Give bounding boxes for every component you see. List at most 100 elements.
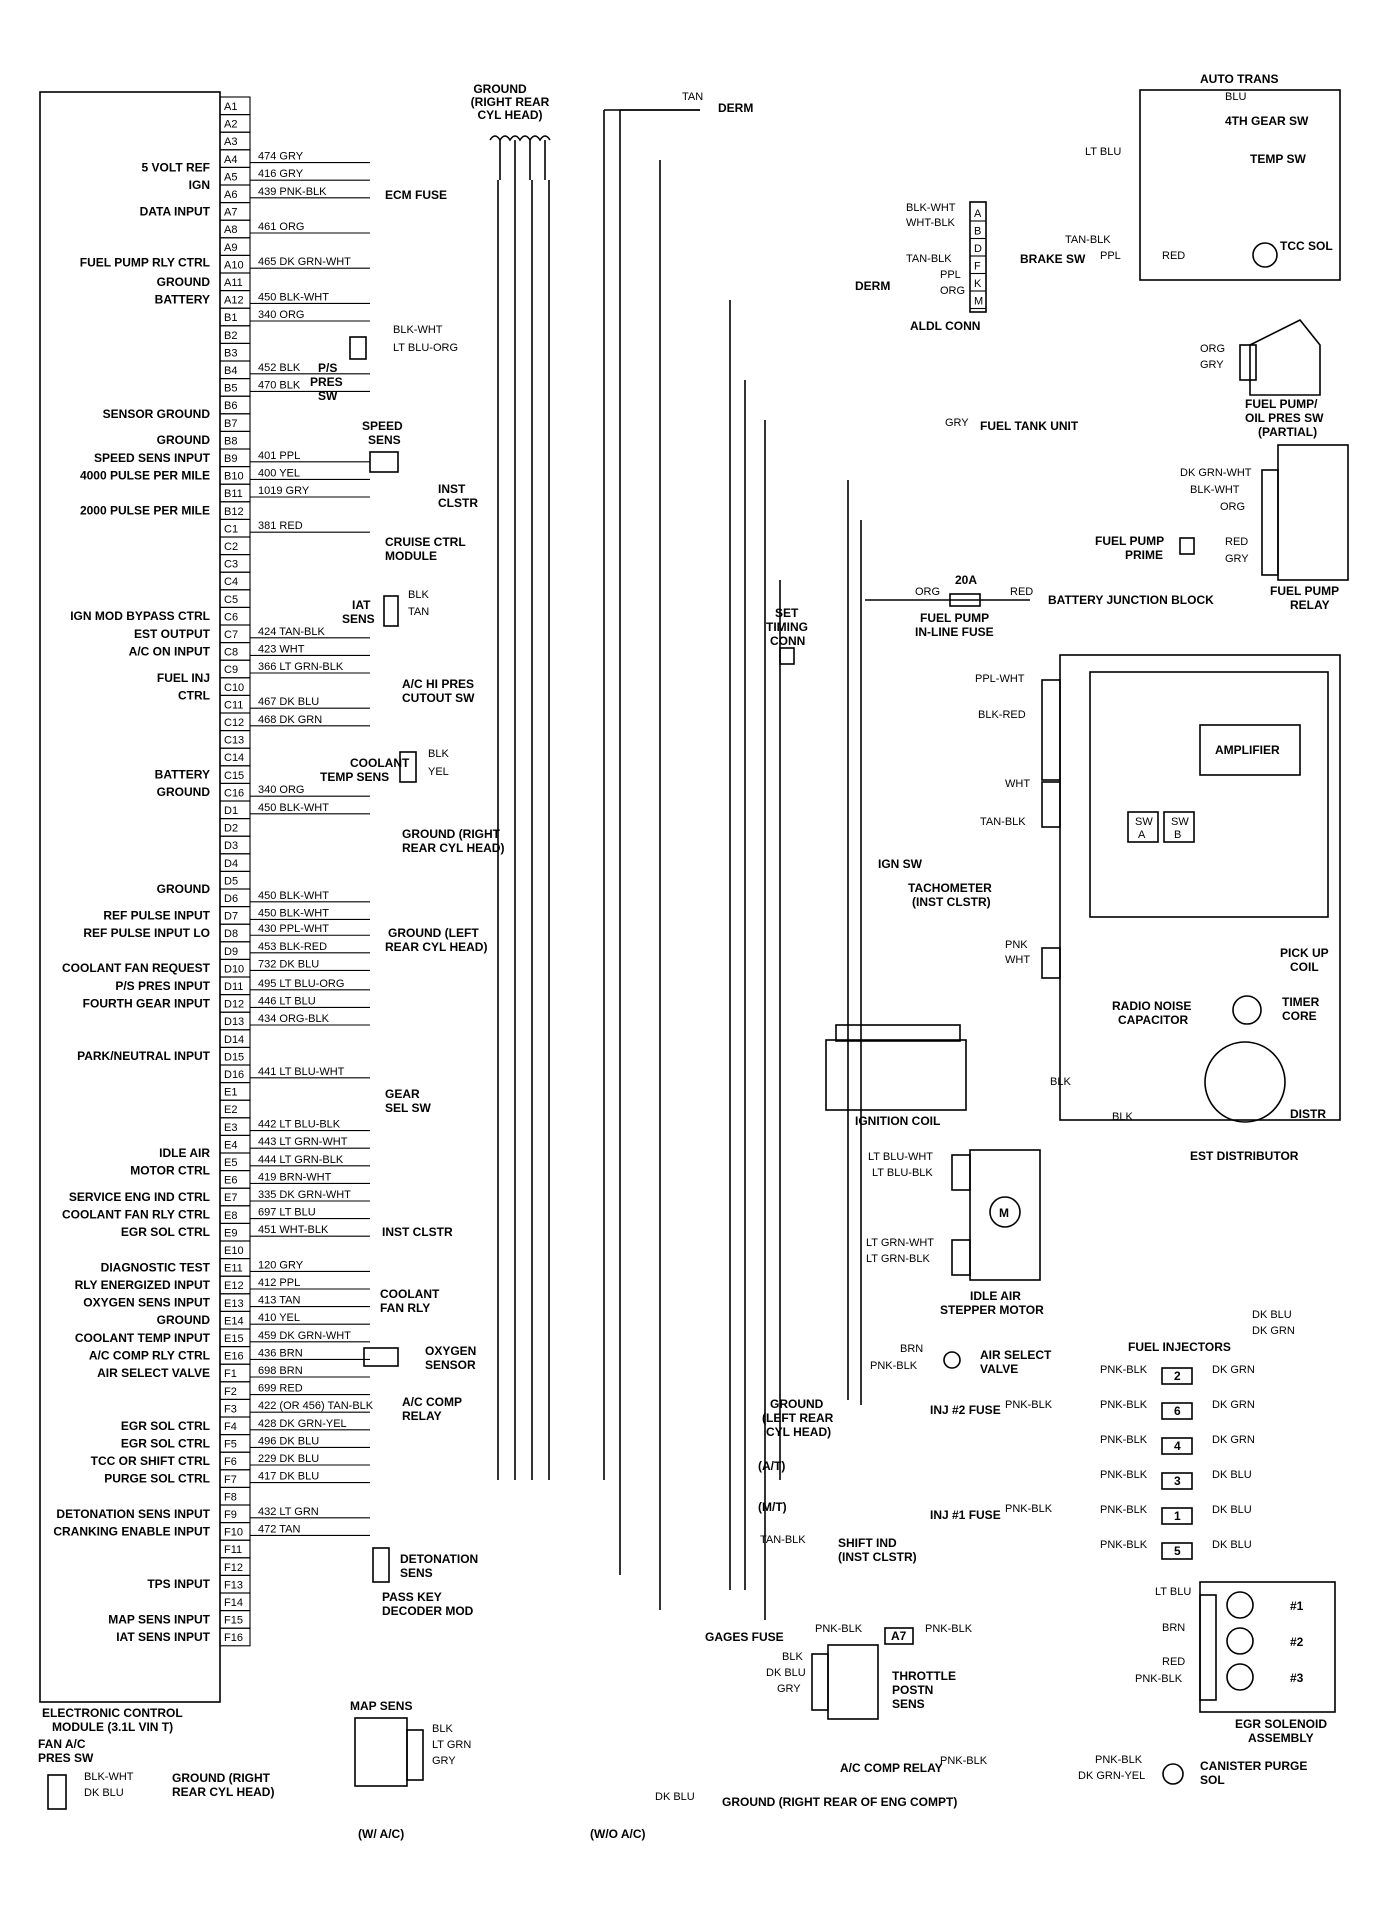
aldl-wire-5: ORG [940, 285, 965, 297]
ecm-wire-label: 451 WHT-BLK [258, 1224, 329, 1236]
gnd-left-2: REAR CYL HEAD) [385, 940, 487, 954]
ecm-pin-label: F13 [224, 1579, 243, 1591]
ecm-wire-label: 436 BRN [258, 1347, 303, 1359]
ecm-wire-label: 450 BLK-WHT [258, 907, 329, 919]
aldl-pin-label: D [974, 243, 982, 255]
ecm-wire-label: 401 PPL [258, 450, 300, 462]
est-distributor: AMPLIFIER SW A SW B PPL-WHT BLK-RED WHT … [975, 654, 1341, 1163]
ground-right-rear-cyl-head-top: GROUND (RIGHT REAR CYL HEAD) [471, 82, 551, 180]
tps-wire-3: GRY [777, 1683, 801, 1695]
ecm-wire-label: 1019 GRY [258, 485, 310, 497]
ecm-function-label: MAP SENS INPUT [108, 1612, 210, 1626]
inj-1: 1 [1174, 1509, 1181, 1523]
auto-trans-wire-ppl: PPL [1100, 250, 1121, 262]
ecm-function-label: IGN [189, 178, 210, 192]
canister-purge-sol: CANISTER PURGE SOL PNK-BLK DK GRN-YEL [1078, 1754, 1307, 1787]
ecm-pin-label: C15 [224, 770, 244, 782]
set-timing-label-3: CONN [770, 634, 805, 648]
fan-ac-wire-1: BLK-WHT [84, 1771, 134, 1783]
ecm-pin-label: F9 [224, 1509, 237, 1521]
ecm-pin-label: F15 [224, 1615, 243, 1627]
sw-b-1: SW [1171, 816, 1189, 828]
est-wire-5: PNK [1005, 939, 1028, 951]
ecm-function-label: PURGE SOL CTRL [104, 1472, 210, 1486]
ecm-pin-label: C16 [224, 787, 244, 799]
ecm-pin-column: A1A2A3A4A5A6A7A8A9A10A11A12B1B2B3B4B5B6B… [219, 96, 251, 1647]
inline-wire-red: RED [1010, 586, 1033, 598]
fan-ac-1: FAN A/C [38, 1737, 86, 1751]
ecm-pin-label: B5 [224, 383, 237, 395]
ecm-pin-label: C4 [224, 576, 238, 588]
ecm-wire-label: 381 RED [258, 520, 303, 532]
ecm-pin-label: E16 [224, 1351, 244, 1363]
ecm-wire-label: 430 PPL-WHT [258, 923, 329, 935]
ecm-pin-label: F10 [224, 1527, 243, 1539]
auto-trans-label: AUTO TRANS [1200, 72, 1278, 86]
ecm-pin-label: B1 [224, 312, 237, 324]
ecm-pin-label: B2 [224, 330, 237, 342]
map-wire-3: GRY [432, 1755, 456, 1767]
ecm-wire-label: 474 GRY [258, 151, 304, 163]
pkd-1: PASS KEY [382, 1590, 442, 1604]
inline-fuse-2: IN-LINE FUSE [915, 625, 994, 639]
ecm-pin-label: D8 [224, 928, 238, 940]
gnd-right-1: GROUND (RIGHT [402, 827, 501, 841]
mt-label: (M/T) [758, 1500, 787, 1514]
ecm-wire-label: 467 DK BLU [258, 696, 319, 708]
ecm-fuse-label: ECM FUSE [385, 188, 447, 202]
auto-trans-wire-ltblu: LT BLU [1085, 146, 1121, 158]
gear-sel-1: GEAR [385, 1087, 420, 1101]
detonation-sens: DETONATION SENS [372, 1547, 478, 1583]
fp-oil-wire-1: ORG [1200, 343, 1225, 355]
ecm-pin-label: B11 [224, 488, 243, 500]
ecm-pin-label: B8 [224, 435, 237, 447]
ecm-pin-label: F7 [224, 1474, 237, 1486]
cps-wire-2: DK GRN-YEL [1078, 1770, 1145, 1782]
ecm-function-label: EST OUTPUT [134, 627, 211, 641]
distr-label: DISTR [1290, 1107, 1326, 1121]
ecm-wire-label: 444 LT GRN-BLK [258, 1154, 344, 1166]
inj-dkblu-b: DK BLU [1212, 1504, 1252, 1516]
inline-fuse-1: FUEL PUMP [920, 611, 989, 625]
ecm-pin-label: E10 [224, 1245, 244, 1257]
aldl-wire-3: TAN-BLK [906, 253, 952, 265]
fp-relay-label-1: FUEL PUMP [1270, 584, 1339, 598]
ecm-function-label: MOTOR CTRL [130, 1164, 210, 1178]
ac-comp-relay-bottom: A/C COMP RELAY [840, 1761, 943, 1775]
ecm-pin-label: C1 [224, 523, 238, 535]
ecm-pin-label: D4 [224, 858, 238, 870]
ecm-pin-label: C9 [224, 664, 238, 676]
ecm-pin-label: D9 [224, 946, 238, 958]
ecm-pin-label: D12 [224, 999, 244, 1011]
ecm-wire-label: 432 LT GRN [258, 1506, 319, 1518]
idle-air-stepper-motor: M IDLE AIR STEPPER MOTOR LT BLU-WHT LT B… [866, 1149, 1044, 1317]
inj-dkgrn-top: DK GRN [1252, 1325, 1295, 1337]
ecm-pin-label: D6 [224, 893, 238, 905]
ecm-pin-label: C7 [224, 629, 238, 641]
iat-label-1: IAT [352, 598, 371, 612]
ps-pres-sw-label-2: PRES [310, 375, 343, 389]
inj-pnkblk-f: PNK-BLK [1100, 1539, 1148, 1551]
fuel-pump-inline-fuse: 20A ORG RED BATTERY JUNCTION BLOCK FUEL … [865, 573, 1214, 639]
gnd-left-2-1: GROUND [770, 1397, 824, 1411]
gages-fuse-label: GAGES FUSE [705, 1630, 784, 1644]
ecm-wire-label: 450 BLK-WHT [258, 890, 329, 902]
ecm-function-label: IAT SENS INPUT [116, 1630, 210, 1644]
ecm-pin-label: A9 [224, 242, 237, 254]
iat-sens: IAT SENS BLK TAN [342, 589, 429, 627]
ecm-function-label: GROUND [157, 275, 211, 289]
ecm-pin-box [219, 1627, 251, 1647]
sw-a-2: A [1138, 829, 1146, 841]
fuel-pump-oil-pres-sw: FUEL PUMP/ OIL PRES SW (PARTIAL) ORG GRY [1200, 318, 1324, 439]
derm-label-2: DERM [855, 279, 890, 293]
ecm-pin-label: C10 [224, 682, 244, 694]
asv-wire-2: PNK-BLK [870, 1360, 918, 1372]
ecm-pin-label: C6 [224, 611, 238, 623]
ecm-function-label: 5 VOLT REF [142, 160, 210, 174]
ecm-wire-label: 496 DK BLU [258, 1435, 319, 1447]
ecm-function-label: FOURTH GEAR INPUT [83, 996, 211, 1010]
ecm-pin-label: D5 [224, 875, 238, 887]
ecm-function-label: IGN MOD BYPASS CTRL [70, 609, 210, 623]
